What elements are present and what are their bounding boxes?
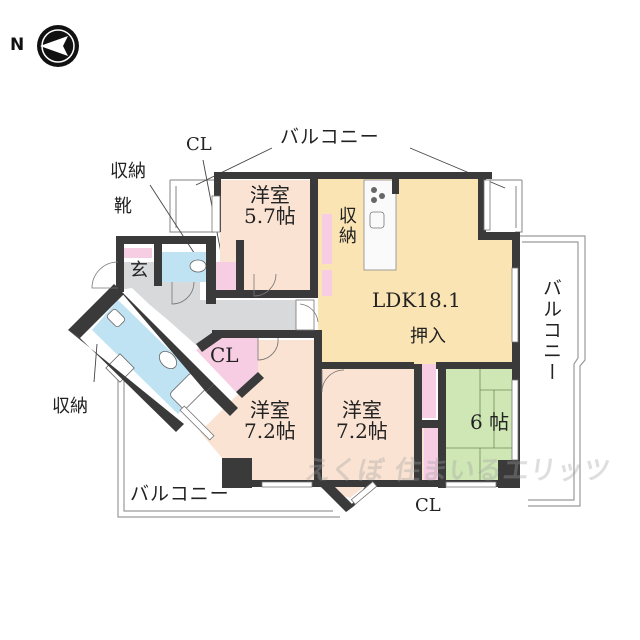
compass-arrow-icon [37,25,79,67]
ldk-storage-label: 収納 [335,206,357,246]
windows [179,179,519,505]
oshiire-label: 押入 [410,326,446,347]
entrance-label: 玄 [130,260,148,281]
shoe-storage-label: 靴 [114,196,132,217]
door-swings [91,261,345,393]
cl-label-bottom: CL [415,495,441,516]
room-western-c: 洋室 7.2帖 [336,400,388,442]
room-western-a-name: 洋室 [249,183,290,207]
room-japanese: 6 帖 [470,410,510,434]
storage-label-left: 収納 [52,396,88,417]
room-western-b-name: 洋室 [249,398,290,422]
balcony-label-right: バルコニー [539,278,562,383]
closet-label-center: CL [210,343,239,367]
balcony-label-top: バルコニー [280,126,380,148]
balcony-label-bottom: バルコニー [130,483,230,505]
room-ldk: LDK18.1 [372,288,461,312]
room-western-a: 洋室 5.7帖 [244,185,296,227]
room-western-c-name: 洋室 [341,398,382,422]
storage-label-top: 収納 [110,161,146,182]
kitchen-counter [363,179,397,271]
room-western-a-size: 5.7帖 [244,204,296,228]
room-western-b-size: 7.2帖 [244,419,296,443]
tatami-mat-lines [446,364,514,484]
bath-fixtures [105,259,207,409]
room-western-b: 洋室 7.2帖 [244,400,296,442]
room-western-c-size: 7.2帖 [336,419,388,443]
compass-north-label: N [10,35,25,55]
cl-label-top: CL [186,134,212,155]
watermark-logo: えくぼ 住まいるエリッツ [302,456,614,486]
balcony-outlines [117,179,586,518]
